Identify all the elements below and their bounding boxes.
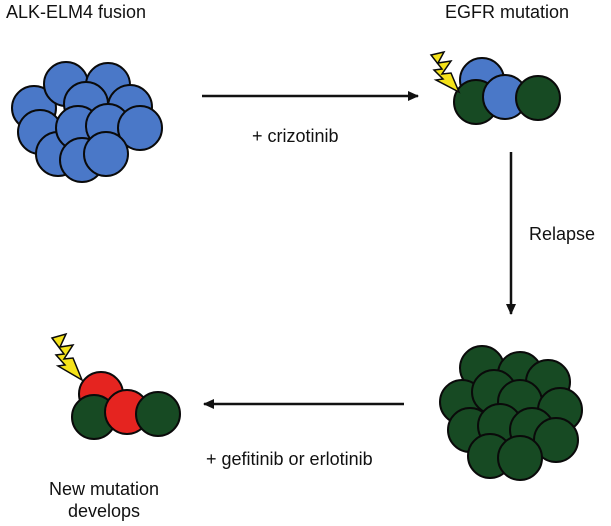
green-cell	[515, 75, 561, 121]
label-gefitinib-or-erlotinib: + gefitinib or erlotinib	[206, 449, 373, 469]
label-new-mutation-line2: develops	[67, 501, 141, 521]
label-egfr-mutation: EGFR mutation	[445, 2, 570, 22]
label-relapse: Relapse	[529, 224, 596, 244]
green-cell-cluster	[439, 345, 583, 481]
label-crizotinib: + crizotinib	[252, 126, 339, 146]
lightning-bolt-icon	[50, 332, 84, 382]
blue-cell-cluster	[11, 61, 163, 183]
label-new-mutation-develops: New mutation develops	[28, 478, 180, 522]
blue-cell	[83, 131, 129, 177]
blue-cell	[117, 105, 163, 151]
egfr-mutation-cluster	[453, 57, 561, 125]
label-new-mutation-line1: New mutation	[48, 479, 160, 499]
lightning-bolt-icon	[429, 50, 461, 94]
green-cell	[135, 391, 181, 437]
new-mutation-cluster	[71, 371, 181, 440]
green-cell	[497, 435, 543, 481]
label-alk-elm4-fusion: ALK-ELM4 fusion	[6, 2, 147, 22]
